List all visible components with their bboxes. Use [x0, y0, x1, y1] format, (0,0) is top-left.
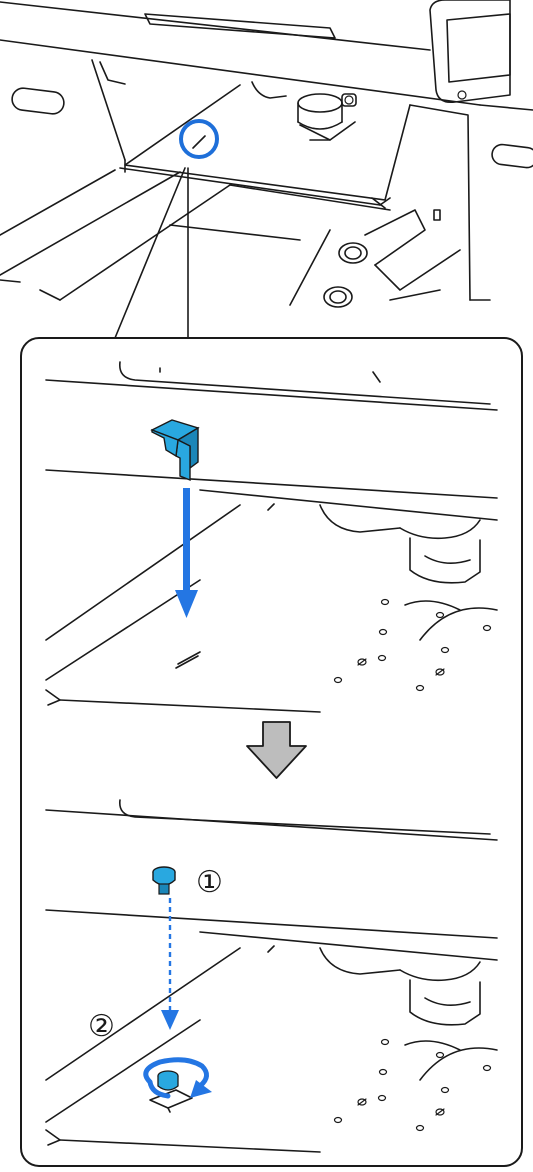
- printer-overview: [0, 0, 533, 307]
- step-2-label: ②: [88, 1012, 115, 1042]
- step-1-label: ①: [196, 868, 223, 898]
- magnify-circle-icon: [181, 121, 217, 157]
